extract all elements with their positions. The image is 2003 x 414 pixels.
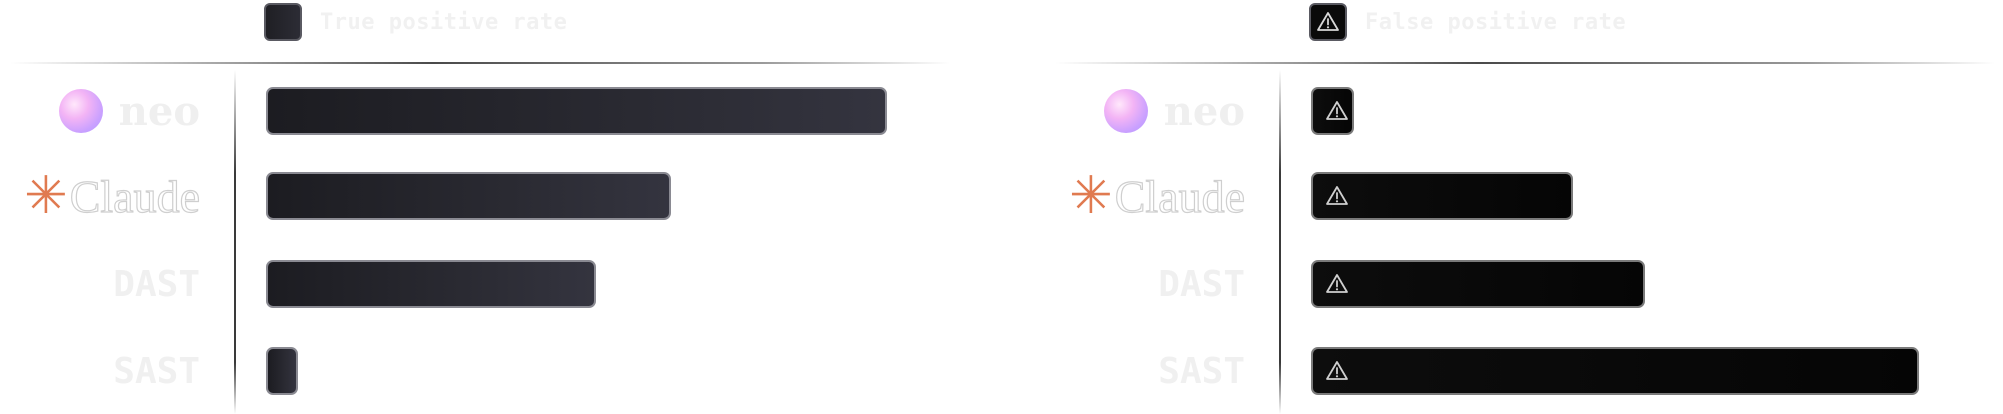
neo-logo: neo (58, 87, 200, 135)
category-label-text: neo (118, 87, 200, 135)
chart-legend: False positive rate (1309, 2, 1626, 42)
category-label-dast: DAST (1158, 260, 1245, 308)
category-label-text: Claude (1114, 170, 1245, 222)
neo-orb-icon (1103, 89, 1148, 133)
header-divider (1055, 62, 1995, 64)
warning-triangle-icon (1326, 361, 1348, 380)
bar-neo (266, 87, 887, 135)
bar-claude (1311, 172, 1573, 220)
legend-swatch-fpr (1309, 3, 1347, 41)
legend-label-fpr: False positive rate (1365, 9, 1627, 35)
bar-sast (1311, 347, 1919, 395)
neo-orb-icon (58, 89, 103, 133)
y-axis-line (234, 70, 236, 414)
claude-starburst-icon: ✳ (24, 167, 68, 225)
category-label-text: DAST (1158, 263, 1245, 305)
bar-dast (1311, 260, 1645, 308)
warning-triangle-icon (1326, 101, 1348, 120)
bar-sast (266, 347, 298, 395)
bar-dast (266, 260, 596, 308)
y-axis-line (1279, 70, 1281, 414)
header-divider (10, 62, 950, 64)
chart-legend: True positive rate (264, 2, 567, 42)
category-label-sast: SAST (1158, 347, 1245, 395)
category-label-text: SAST (1158, 350, 1245, 392)
category-label-text: neo (1163, 87, 1245, 135)
legend-swatch-tpr (264, 3, 302, 41)
warning-triangle-icon (1326, 274, 1348, 293)
claude-starburst-icon: ✳ (1069, 167, 1113, 225)
category-label-text: Claude (69, 170, 200, 222)
category-label-sast: SAST (113, 347, 200, 395)
bar-claude (266, 172, 671, 220)
warning-triangle-icon (1326, 186, 1348, 205)
warning-triangle-icon (1317, 12, 1339, 31)
category-label-text: DAST (113, 263, 200, 305)
claude-logo: ✳Claude (1069, 167, 1245, 225)
bar-neo (1311, 87, 1354, 135)
neo-logo: neo (1103, 87, 1245, 135)
claude-logo: ✳Claude (24, 167, 200, 225)
category-label-dast: DAST (113, 260, 200, 308)
legend-label-tpr: True positive rate (320, 9, 568, 35)
category-label-text: SAST (113, 350, 200, 392)
